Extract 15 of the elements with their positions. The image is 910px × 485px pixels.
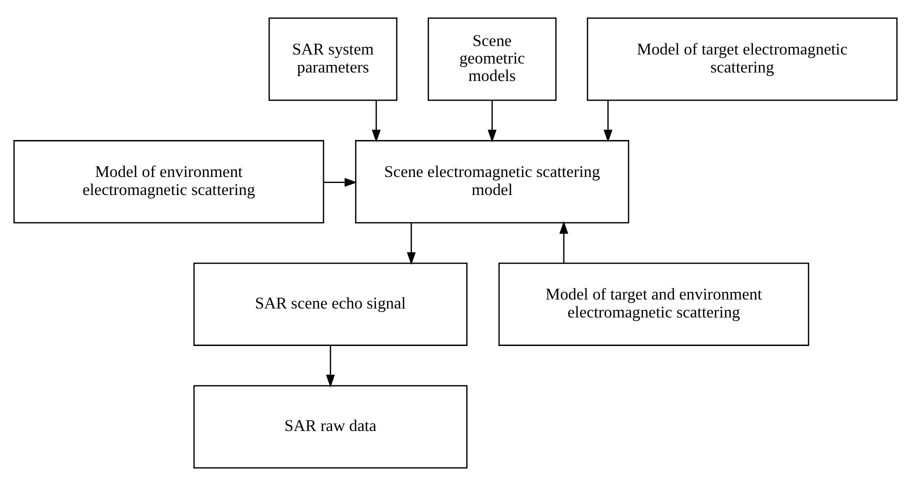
arrow <box>406 222 416 264</box>
node-box: SAR scene echo signal <box>192 262 467 346</box>
arrow <box>326 344 334 387</box>
node-box: Model of environment electromagnetic scattering <box>12 140 324 223</box>
arrow <box>371 100 380 142</box>
arrow <box>323 177 357 186</box>
arrow <box>487 100 496 142</box>
node-box: Model of target and environment electromagnetic scattering <box>498 262 809 346</box>
node-box: Scene geometric models <box>427 17 556 100</box>
node-box: SAR raw data <box>192 384 467 468</box>
arrow <box>558 220 568 263</box>
node-box: Scene electromagnetic scattering model <box>354 140 629 223</box>
node-box: SAR system parameters <box>268 17 397 100</box>
arrow <box>603 100 612 142</box>
node-box: Model of target electromagnetic scattering <box>586 17 898 100</box>
